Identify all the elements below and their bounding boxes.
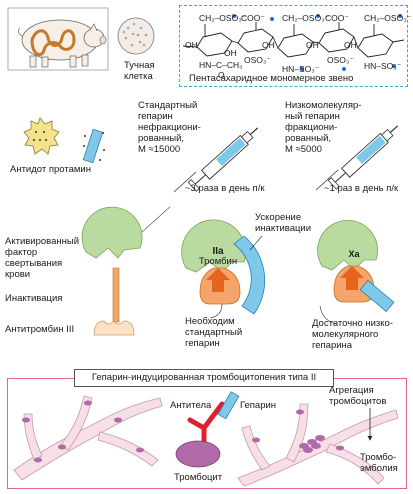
pentasaccharide-structure [182,22,405,58]
chem-o-acetyl: O [218,70,225,80]
aggregation-label: Агрегация тромбоцитов [329,385,387,407]
xa-label: Xa [348,249,360,259]
hit-title: Гепарин-индуцированная тромбоцитопения т… [74,369,334,387]
antibody-icon [187,401,225,445]
monomer-caption: Пентасахаридное мономерное звено [189,73,354,84]
inactivation-label: Инактивация [5,293,63,304]
chem-hn-so3-1: HN–SO₃⁻ [282,64,320,74]
chem-oso3-2: OSO₃⁻ [327,55,354,65]
syringe-lmw [327,125,399,190]
chem-ch2oso3-2: CH₂–OSO₃⁻ [282,13,330,23]
intestine-icon [30,29,76,57]
lmw-heparin-label: Низкомолекуляр- ный гепарин фракциони- р… [285,100,362,155]
heparin-label: Гепарин [240,400,277,411]
mast-cell-label: Тучная клетка [124,60,155,82]
sulfate-markers [232,14,402,71]
chem-oh-3: OH [224,48,237,58]
chem-oso3-1: OSO₃⁻ [244,55,271,65]
antibodies-label: Антитела [170,400,212,411]
thromboembolism-label: Тромбо- эмболия [360,452,398,474]
acceleration-label: Ускорение инактивации [255,212,312,234]
platelet-aggregate [252,409,344,453]
chem-hn-so3-2: HN–SO₃⁻ [364,61,402,71]
enough-lmw-label: Достаточно низко- молекулярного гепарина [312,318,393,351]
std-dose-label: ~3 раза в день п/к [185,183,265,194]
chem-ch2oso3-3: CH₂–OSO₃⁻ [364,13,412,23]
lmw-dose-label: ~1 раз в день п/к [324,183,399,194]
thrombin-enzyme [181,219,266,319]
std-heparin-label: Стандартный гепарин нефракциони- рованны… [138,100,201,155]
platelets-left [22,400,144,463]
heparin-strip [217,391,240,420]
vessel-left [13,395,163,481]
thrombin-code: IIa [212,246,224,257]
antidote-label: Антидот протамин [10,164,91,175]
chem-coo-1: COO⁻ [241,13,265,23]
antithrombin-left [93,267,135,336]
chem-oh-5: OH [344,40,357,50]
needs-std-label: Необходим стандартный гепарин [185,316,243,349]
activated-factor-enzyme [81,206,143,259]
chem-oh-4: OH [306,40,319,50]
thrombin-label: Тромбин [198,256,238,267]
chem-ch2oso3-1: CH₂–OSO₃⁻ [199,13,247,23]
pig-illustration [7,7,109,71]
monomer-box [179,5,408,87]
chem-nh-acetyl: HN–C–CH₃ [199,60,243,70]
protamine-heparin-complex [82,128,105,164]
protamine-icon [23,117,60,155]
chem-oh-1: OH [185,40,198,50]
platelet-label: Тромбоцит [174,472,223,483]
xa-enzyme [317,219,395,325]
chem-oh-2: OH [262,40,275,50]
mast-cell-icon [117,17,155,55]
antithrombin-label: Антитромбин III [5,324,75,335]
activated-factor-label: Активированный фактор свертывания крови [5,236,80,280]
platelet-icon [175,440,221,468]
chem-coo-2: COO⁻ [325,13,349,23]
syringe-standard [132,127,259,241]
